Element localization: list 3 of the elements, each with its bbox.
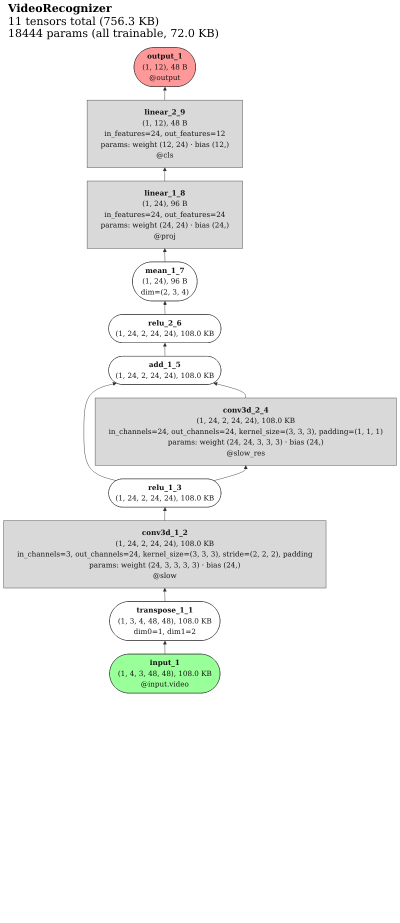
summary-note: 11 tensors total (756.3 KB) <box>8 16 160 28</box>
summary-note: 18444 params (all trainable, 72.0 KB) <box>8 28 220 41</box>
diagram-title: VideoRecognizer <box>8 3 113 16</box>
